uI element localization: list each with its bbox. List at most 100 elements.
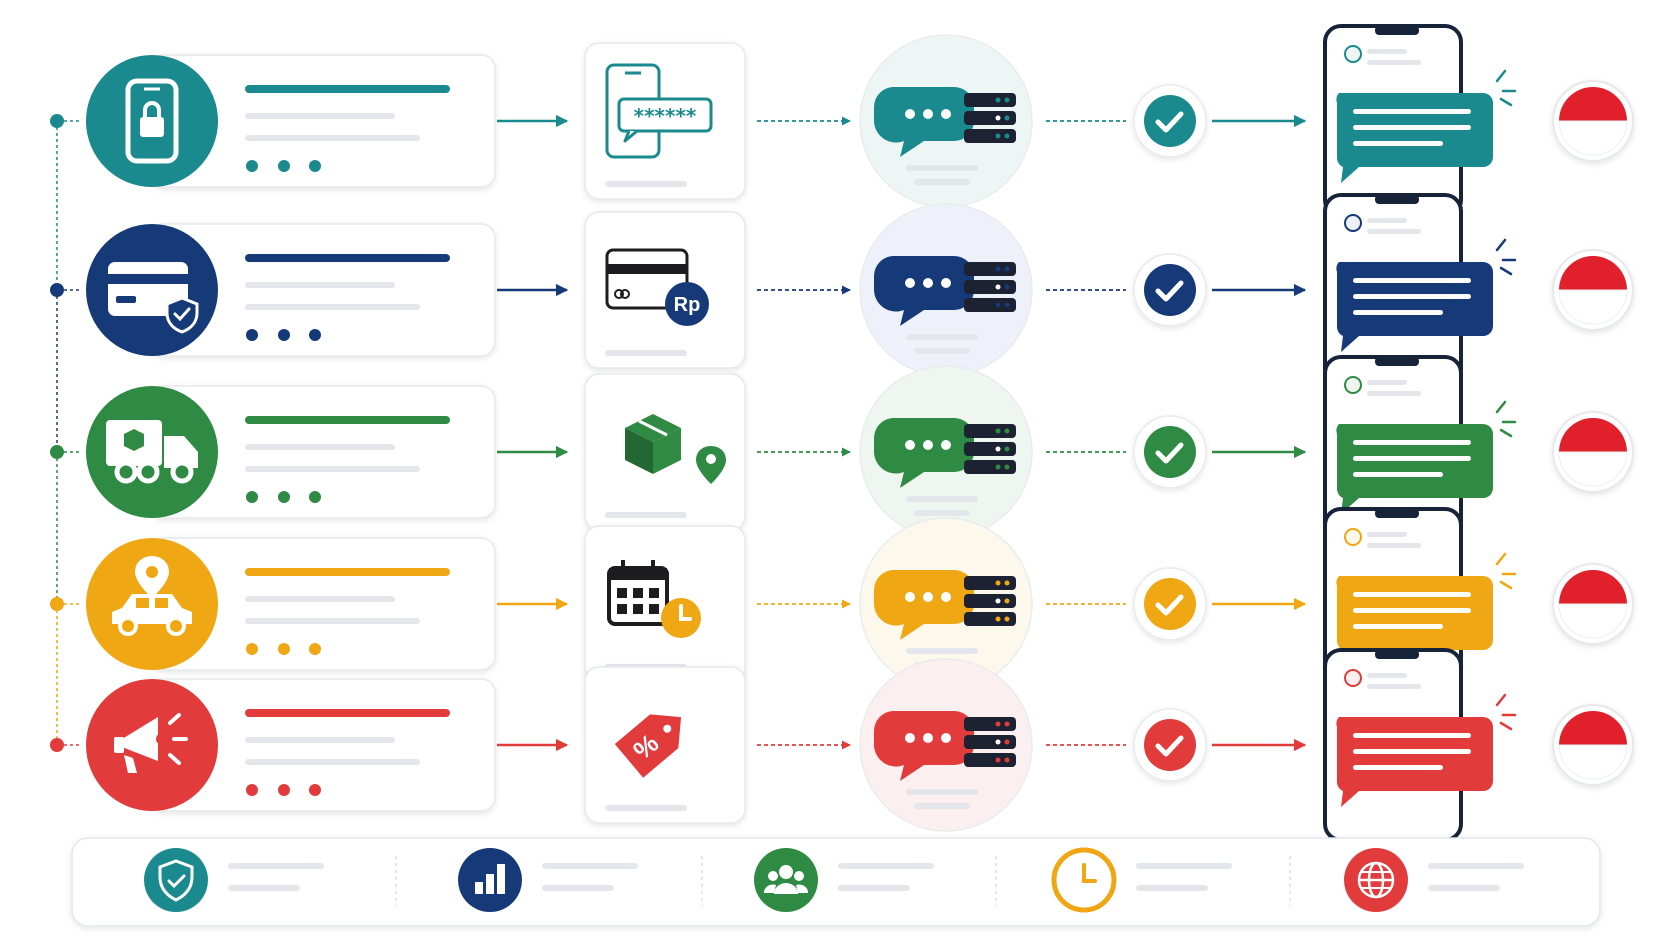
typing-dot: [905, 592, 915, 602]
server-rack: [964, 753, 1016, 767]
card-text-line: [245, 113, 395, 119]
pagination-dot: [309, 329, 321, 341]
hub-caption-line: [914, 348, 970, 354]
pagination-dot: [309, 160, 321, 172]
message-bubble: [1336, 717, 1493, 807]
lock-shackle: [143, 101, 161, 117]
phone-outline: [125, 78, 179, 164]
users-icon: [754, 848, 818, 912]
otp-code-text: ******: [634, 104, 697, 128]
server-rack: [964, 576, 1016, 590]
chat-bubble-icon: [874, 570, 974, 640]
hub-caption-line: [906, 334, 978, 340]
message-bubble: [1336, 93, 1493, 183]
chat-server-icon: [874, 87, 1016, 185]
message-line: [1353, 278, 1471, 283]
phone-notification: [1323, 355, 1517, 549]
card-text-line: [245, 282, 395, 288]
clock-icon: [1051, 847, 1117, 913]
flow-row-payment: Rp: [50, 193, 1634, 387]
location-pin: [696, 446, 726, 484]
contact-avatar: [1344, 45, 1362, 63]
footer-text-line: [838, 863, 934, 869]
card-title-bar: [245, 85, 450, 93]
card-text-line: [245, 759, 420, 765]
calendar-clock-icon: [607, 560, 701, 638]
indonesia-flag-icon: [1552, 80, 1634, 162]
typing-dot: [905, 440, 915, 450]
phone-notch: [1375, 195, 1419, 204]
message-line: [1353, 310, 1443, 315]
chat-server-icon: [874, 711, 1016, 809]
flag-white-half: [1558, 603, 1628, 639]
package-side: [625, 428, 653, 474]
footer-text-line: [1428, 885, 1500, 891]
check-circle: [1144, 719, 1196, 771]
chat-server-icon: [874, 570, 1016, 668]
notification-rays: [1495, 238, 1517, 276]
card-text-line: [245, 135, 420, 141]
server-rack: [964, 442, 1016, 456]
typing-dot: [923, 109, 933, 119]
hub-caption-line: [906, 648, 978, 654]
card-title-bar: [245, 416, 450, 424]
phone-lock-icon: [125, 78, 179, 164]
flag-white-half: [1558, 289, 1628, 325]
server-rack: [964, 717, 1016, 731]
footer-panel: [71, 837, 1601, 927]
phone-notification: [1323, 24, 1517, 218]
indonesia-flag-icon: [1552, 411, 1634, 493]
card-text-line: [245, 444, 395, 450]
chat-bubble-icon: [874, 87, 974, 157]
footer-text-line: [1136, 863, 1232, 869]
card-title-bar: [245, 568, 450, 576]
flag-red-half: [1559, 418, 1627, 452]
sound-waves: [168, 713, 188, 765]
typing-dot: [905, 109, 915, 119]
card-payment-icon: Rp: [605, 248, 709, 326]
phone-notch: [1375, 357, 1419, 366]
pagination-dot: [246, 491, 258, 503]
step-caption-line: [605, 350, 687, 356]
checkmark-icon: [1155, 442, 1184, 464]
megaphone-handle: [124, 755, 137, 773]
typing-dot: [923, 733, 933, 743]
typing-dot: [905, 278, 915, 288]
notification-rays: [1495, 400, 1517, 438]
server-rack: [964, 280, 1016, 294]
card-text-line: [245, 596, 395, 602]
car-pin-icon: [112, 556, 192, 636]
server-rack: [964, 129, 1016, 143]
phone-notch: [1375, 509, 1419, 518]
message-line: [1353, 608, 1471, 613]
indonesia-flag-icon: [1552, 563, 1634, 645]
hub-caption-line: [914, 179, 970, 185]
contact-avatar: [1344, 376, 1362, 394]
footer-text-line: [1428, 863, 1524, 869]
timeline-dot: [50, 283, 64, 297]
delivery-truck-icon: [106, 420, 198, 484]
flag-red-half: [1559, 87, 1627, 121]
flag-red-half: [1559, 711, 1627, 745]
package-location-icon: [625, 414, 726, 484]
message-line: [1353, 592, 1471, 597]
card-text-line: [245, 466, 420, 472]
message-line: [1353, 624, 1443, 629]
typing-dot: [923, 440, 933, 450]
flow-row-promo: %: [50, 648, 1634, 842]
server-rack: [964, 111, 1016, 125]
server-rack: [964, 594, 1016, 608]
checkmark-icon: [1155, 111, 1184, 133]
message-line: [1353, 456, 1471, 461]
message-line: [1353, 749, 1471, 754]
card-text-line: [245, 737, 395, 743]
card-text-line: [245, 304, 420, 310]
footer-text-line: [542, 863, 638, 869]
pagination-dot: [246, 329, 258, 341]
flag-red-half: [1559, 256, 1627, 290]
message-line: [1353, 125, 1471, 130]
chat-server-icon: [874, 256, 1016, 354]
contact-avatar: [1344, 669, 1362, 687]
pagination-dot: [246, 784, 258, 796]
typing-dot: [905, 733, 915, 743]
